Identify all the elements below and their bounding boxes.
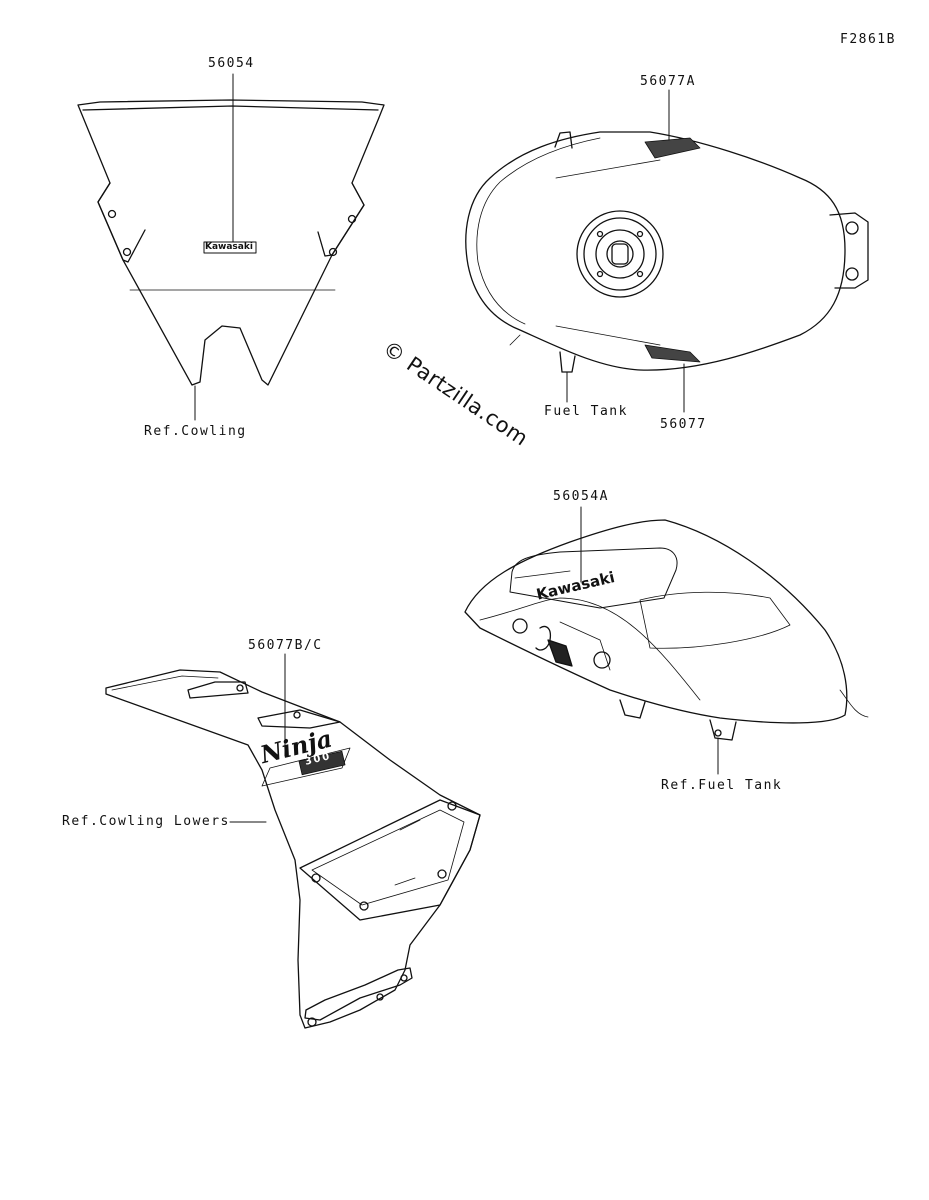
fuel-tank-top-part <box>465 131 869 373</box>
ninja-300-decal-badge <box>298 750 346 776</box>
callout-56077A: 56077A <box>640 74 696 89</box>
cowling-lower-part <box>105 669 481 1029</box>
tank-stripe-decal-bottom <box>644 344 701 363</box>
callout-56054: 56054 <box>208 56 255 71</box>
windshield-kawasaki-decal <box>203 241 257 254</box>
callout-56054A: 56054A <box>553 489 609 504</box>
ref-cowling-label: Ref.Cowling <box>144 424 247 439</box>
figure-code: F2861B <box>840 32 896 47</box>
fuel-tank-side-part <box>464 519 869 741</box>
tank-stripe-decal-top <box>644 137 701 159</box>
ref-cowling-lowers-label: Ref.Cowling Lowers <box>62 814 230 829</box>
ninja-300-decal-panel <box>261 747 351 787</box>
ref-fuel-tank-label: Ref.Fuel Tank <box>661 778 783 793</box>
fuel-tank-label: Fuel Tank <box>544 404 628 419</box>
windshield-part <box>77 99 385 386</box>
leader-lines <box>194 73 719 823</box>
callout-56077BC: 56077B/C <box>248 638 323 653</box>
callout-56077: 56077 <box>660 417 707 432</box>
windshield-brand-text: Kawasaki <box>205 242 253 252</box>
